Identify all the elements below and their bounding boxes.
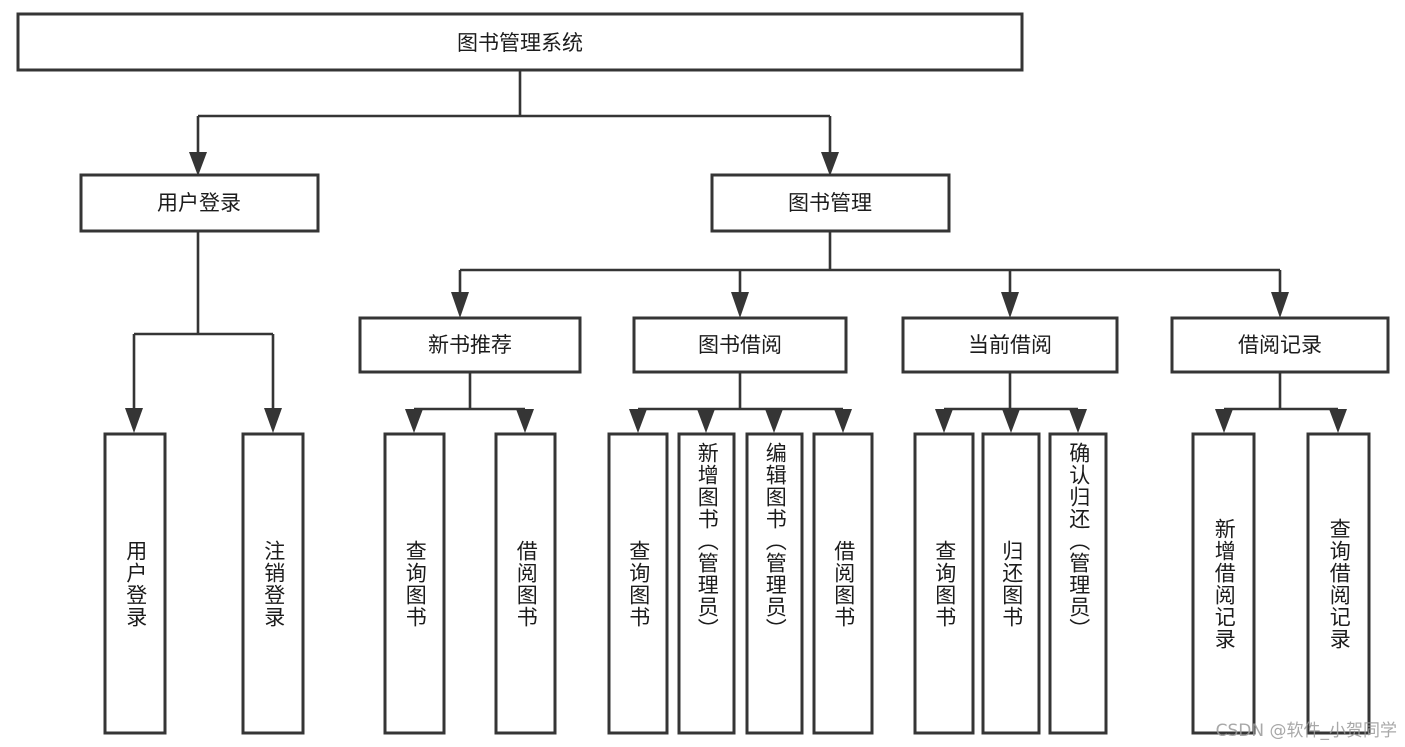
node-borrow-record-label: 借阅记录 bbox=[1238, 333, 1322, 357]
leaf-box-cb-return-book[interactable] bbox=[981, 432, 1041, 735]
leaf-box-nbr-borrow-book[interactable] bbox=[494, 432, 557, 735]
node-book-manage-box[interactable] bbox=[710, 173, 951, 233]
node-book-borrow-box[interactable] bbox=[632, 316, 848, 374]
nodes-layer: 图书管理系统 用户登录 图书管理 新书推荐 图书借阅 当前 bbox=[16, 12, 1390, 735]
arrowhead-cb-leaf1 bbox=[935, 409, 953, 433]
leaf-box-bb-add-book[interactable] bbox=[677, 432, 736, 735]
node-user-login-label: 用户登录 bbox=[157, 191, 241, 215]
arrowhead-br-leaf1 bbox=[1215, 409, 1233, 433]
arrowhead-bb-leaf4 bbox=[834, 409, 852, 433]
leaf-box-bb-edit-book[interactable] bbox=[745, 432, 804, 735]
arrowhead-bb-leaf1 bbox=[629, 409, 647, 433]
node-new-book-recommend[interactable]: 新书推荐 bbox=[358, 316, 582, 374]
arrowhead-book-manage bbox=[821, 152, 839, 176]
csdn-watermark: CSDN @软件_小贺同学 bbox=[1215, 721, 1397, 741]
leaf-box-br-query-record[interactable] bbox=[1306, 432, 1371, 735]
leaf-box-bb-query-book[interactable] bbox=[607, 432, 669, 735]
leaf-box-br-add-record[interactable] bbox=[1191, 432, 1256, 735]
node-borrow-record[interactable]: 借阅记录 bbox=[1170, 316, 1390, 374]
node-current-borrow-label: 当前借阅 bbox=[968, 333, 1052, 357]
leaf-box-cb-confirm-return[interactable] bbox=[1048, 432, 1108, 735]
arrowhead-user-login bbox=[189, 152, 207, 176]
node-book-borrow[interactable]: 图书借阅 bbox=[632, 316, 848, 374]
node-book-borrow-label: 图书借阅 bbox=[698, 333, 782, 357]
arrowhead-book-borrow bbox=[731, 292, 749, 318]
leaf-box-bb-borrow-book[interactable] bbox=[812, 432, 874, 735]
arrowhead-nbr-leaf2 bbox=[516, 409, 534, 433]
arrowhead-ul-leaf2 bbox=[264, 408, 282, 433]
node-root[interactable]: 图书管理系统 bbox=[16, 12, 1024, 72]
arrowhead-nbr-leaf1 bbox=[405, 409, 423, 433]
node-user-login[interactable]: 用户登录 bbox=[79, 173, 320, 233]
leaf-box-user-login[interactable] bbox=[103, 432, 167, 735]
arrowhead-cb-leaf2 bbox=[1002, 409, 1020, 433]
node-user-login-box[interactable] bbox=[79, 173, 320, 233]
leaf-box-cb-query-book[interactable] bbox=[913, 432, 975, 735]
arrowhead-borrow-record bbox=[1271, 292, 1289, 318]
leaf-box-nbr-query-book[interactable] bbox=[383, 432, 446, 735]
node-current-borrow[interactable]: 当前借阅 bbox=[901, 316, 1119, 374]
arrowhead-current-borrow bbox=[1001, 292, 1019, 318]
arrowhead-br-leaf2 bbox=[1329, 409, 1347, 433]
arrowhead-cb-leaf3 bbox=[1069, 409, 1087, 433]
arrowhead-ul-leaf1 bbox=[125, 408, 143, 433]
arrowhead-bb-leaf3 bbox=[765, 409, 783, 433]
node-new-book-recommend-label: 新书推荐 bbox=[428, 333, 512, 357]
node-root-box[interactable] bbox=[16, 12, 1024, 72]
node-borrow-record-box[interactable] bbox=[1170, 316, 1390, 374]
node-root-label: 图书管理系统 bbox=[457, 31, 583, 55]
arrowhead-new-book bbox=[451, 292, 469, 318]
leaf-box-logout-login[interactable] bbox=[241, 432, 305, 735]
node-new-book-recommend-box[interactable] bbox=[358, 316, 582, 374]
arrowhead-bb-leaf2 bbox=[697, 409, 715, 433]
node-book-manage[interactable]: 图书管理 bbox=[710, 173, 951, 233]
node-book-manage-label: 图书管理 bbox=[788, 191, 872, 215]
node-current-borrow-box[interactable] bbox=[901, 316, 1119, 374]
connectors-layer bbox=[125, 70, 1347, 433]
